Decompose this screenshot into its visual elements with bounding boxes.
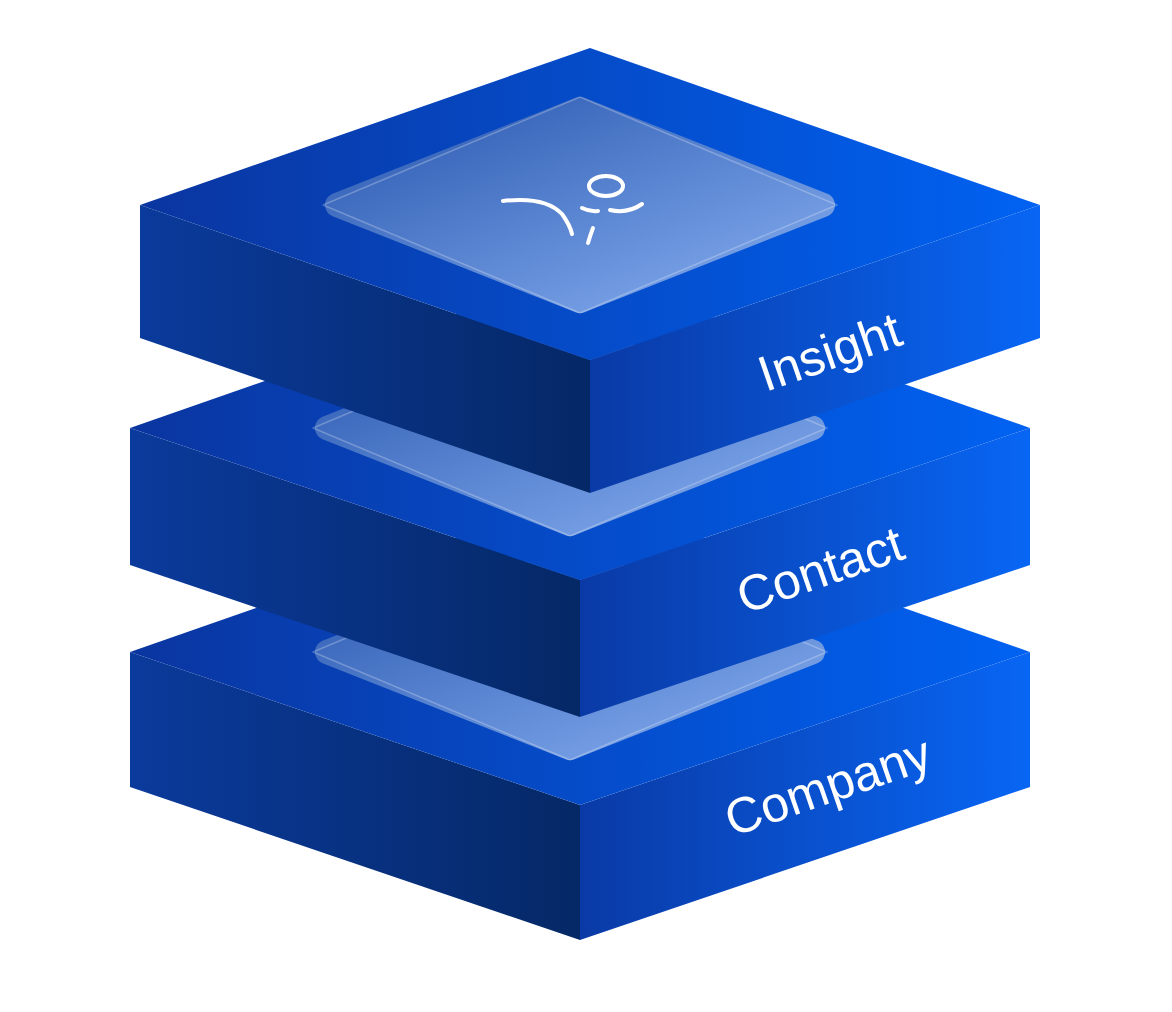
top-face	[140, 48, 1040, 360]
icon-stroke	[610, 204, 642, 211]
top-panel	[327, 332, 813, 524]
icon-stroke	[588, 228, 593, 243]
icon-head	[589, 176, 623, 196]
panel-edge	[323, 97, 837, 313]
person-icon	[503, 176, 642, 243]
panel-edge	[313, 320, 827, 536]
icon-stroke	[503, 200, 572, 234]
top-panel	[337, 109, 823, 301]
panel-edge	[313, 544, 827, 760]
layer-shape	[140, 48, 1040, 493]
top-panel	[327, 556, 813, 748]
stack-layer: Insight	[140, 48, 1040, 493]
icon-stroke	[582, 208, 598, 211]
